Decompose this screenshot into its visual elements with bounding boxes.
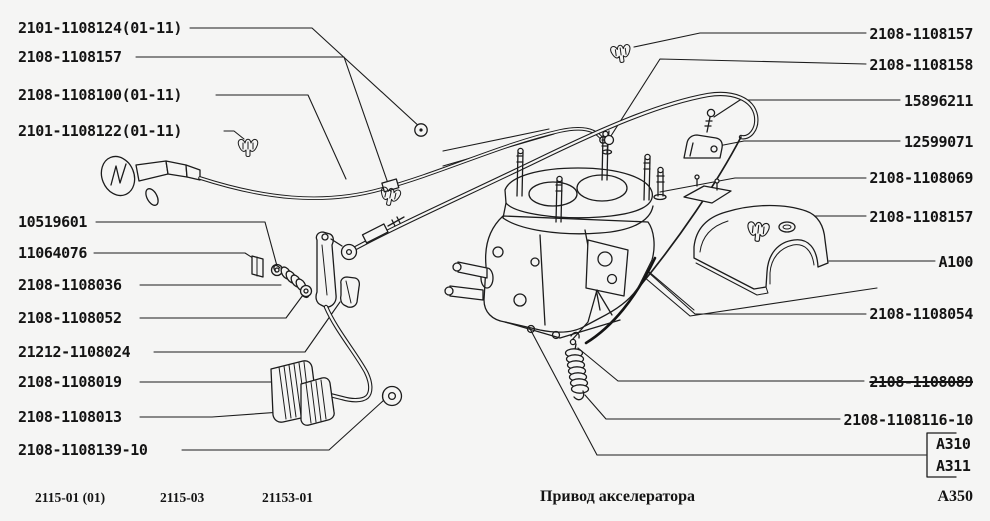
fuel-return-tube — [449, 285, 484, 301]
part-label-left-4: 2101-1108122(01-11) — [18, 122, 182, 140]
part-label-right-7: A100 — [938, 253, 973, 271]
mount-plate — [683, 185, 732, 204]
variant-label-a310: A310 — [936, 435, 971, 453]
fuel-inlet-tube — [457, 261, 488, 279]
part-label-right-9-superseded: 2108-1108089 — [869, 373, 973, 391]
part-label-right-3: 15896211 — [903, 92, 973, 110]
washer — [299, 284, 313, 298]
part-label-right-5: 2108-1108069 — [869, 169, 973, 187]
part-label-left-3: 2108-1108100(01-11) — [18, 86, 182, 104]
part-label-left-12: 2108-1108139-10 — [18, 441, 148, 459]
grommet — [381, 385, 403, 407]
variant-label-a311: A311 — [936, 457, 971, 475]
part-label-left-5: 10519601 — [18, 213, 88, 231]
pedal-lever — [315, 231, 337, 308]
part-label-left-2: 2108-1108157 — [18, 48, 122, 66]
return-spring-drawing — [564, 331, 590, 401]
part-label-right-10: 2108-1108116-10 — [843, 411, 974, 429]
part-label-right-2: 2108-1108158 — [869, 56, 973, 74]
part-label-right-4: 12599071 — [903, 133, 973, 151]
cable-adjuster-barrel — [361, 223, 389, 244]
part-label-left-8: 2108-1108052 — [18, 309, 122, 327]
footer-model-1: 2115-01 (01) — [35, 490, 106, 505]
part-label-left-1: 2101-1108124(01-11) — [18, 19, 182, 37]
part-label-left-7: 2108-1108036 — [18, 276, 122, 294]
diagram-title: Привод акселератора — [540, 488, 696, 505]
part-label-right-6: 2108-1108157 — [869, 208, 973, 226]
part-label-left-10: 2108-1108019 — [18, 373, 122, 391]
pedal-assembly-drawing — [251, 231, 403, 426]
carburetor-drawing — [444, 130, 655, 341]
choke-symbol — [110, 163, 127, 186]
page-code: A350 — [937, 488, 973, 505]
part-label-left-9: 21212-1108024 — [18, 343, 131, 361]
part-label-right-8: 2108-1108054 — [869, 305, 973, 323]
cover-drawing — [693, 204, 829, 296]
footer-model-3: 21153-01 — [262, 490, 314, 505]
choke-cable-ferrule — [381, 178, 400, 193]
cable-clips — [237, 43, 771, 243]
cover-stud — [656, 170, 665, 197]
pedal-pad-plate — [339, 276, 361, 308]
spring-hook — [569, 338, 577, 346]
part-label-left-6: 11064076 — [18, 244, 88, 262]
variant-bracket — [926, 432, 957, 478]
choke-knob-drawing — [100, 155, 201, 206]
cable-bracket-drawing — [653, 108, 732, 204]
pedal-pad-second — [300, 377, 335, 426]
part-label-right-1: 2108-1108157 — [869, 25, 973, 43]
accelerator-cable-drawing — [340, 91, 759, 345]
cover-emblem — [778, 221, 796, 233]
cable-eye-end — [340, 243, 358, 261]
bracket-bolt-head — [706, 108, 716, 118]
throttle-lever-plate — [585, 239, 629, 297]
cable-stop-nut-drawing — [601, 130, 615, 155]
part-label-left-11: 2108-1108013 — [18, 408, 122, 426]
footer-model-2: 2115-03 — [160, 490, 205, 505]
